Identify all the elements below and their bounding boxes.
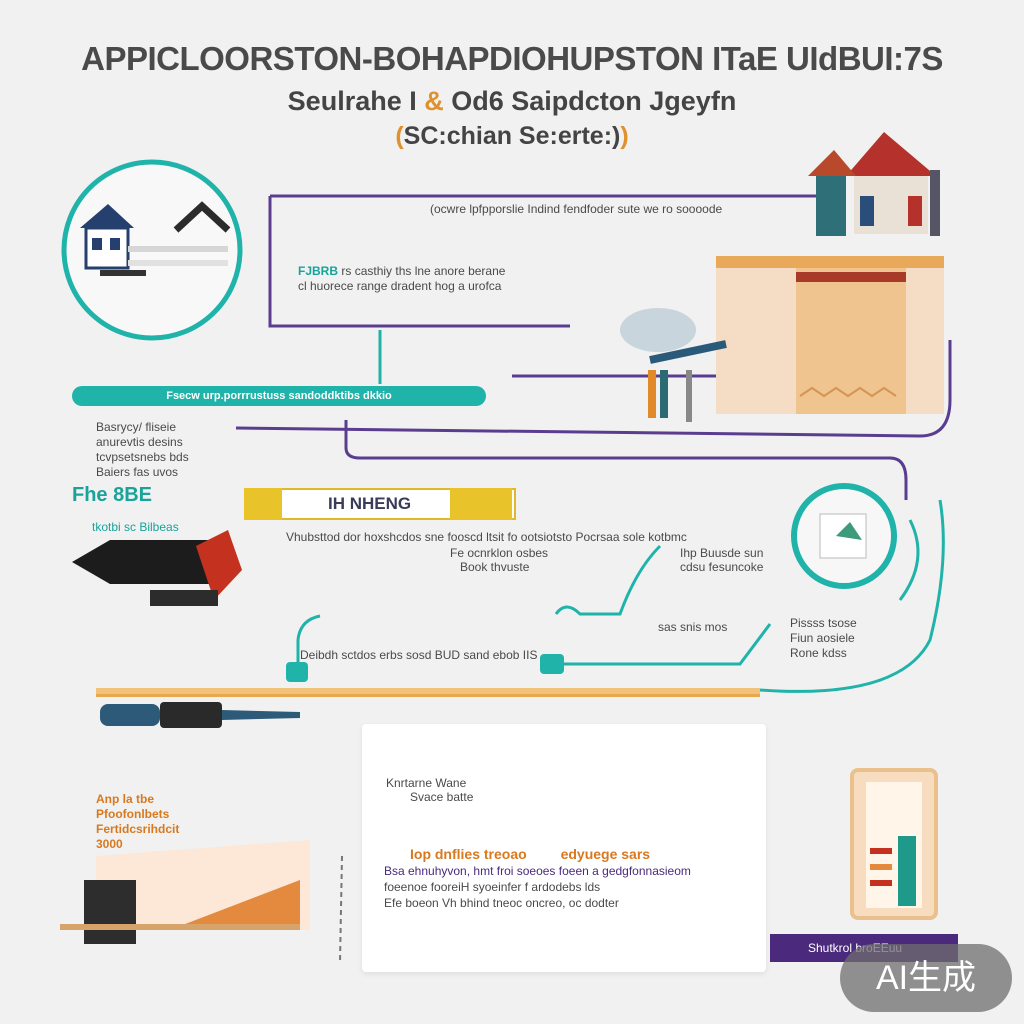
page-title: APPICLOORSTON-BOHAPDIOHUPSTON ITaE UIdBU… — [81, 40, 943, 77]
mid-row-text: Vhubsttod dor hoxshcdos sne fooscd ltsit… — [286, 530, 687, 544]
left-note-line: anurevtis desins — [96, 435, 183, 449]
teal-section-bar: Fsecw urp.porrrustuss sandoddktibs dkkio — [72, 386, 486, 406]
bottom-left-label: Fertidcsrihdcit — [96, 822, 180, 836]
teal-bar-label: Fsecw urp.porrrustuss sandoddktibs dkkio — [166, 390, 392, 402]
left-note-line: Basrycy/ fliseie — [96, 420, 177, 434]
marker-icon — [100, 704, 160, 726]
mid-right-text2: cdsu fesuncoke — [680, 560, 764, 574]
subtitle: Seulrahe I & Od6 Saipdcton Jgeyfn — [0, 86, 1024, 117]
card-heading-b: treoao — [483, 846, 527, 862]
card-text2: Svace batte — [410, 790, 474, 804]
card-heading-a: Iop dnflies — [410, 846, 480, 862]
orange-divider — [96, 688, 760, 694]
card-text1: Knrtarne Wane — [386, 776, 467, 790]
left-teal-note: tkotbi sc Bilbeas — [92, 520, 179, 534]
teal-connector-3 — [540, 623, 772, 666]
left-teal-heading-block: Fhe 8BE — [72, 484, 152, 507]
teal-connector-5 — [898, 519, 920, 601]
bottom-left-label: 3000 — [96, 837, 123, 851]
ai-badge-text: AI生成 — [875, 959, 977, 997]
bottom-left-labels: Anp la tbe Pfoofonlbets Fertidcsrihdcit … — [96, 792, 276, 852]
chevron-up-icon — [173, 201, 231, 233]
mid-right-text: Ihp Buusde sun — [680, 546, 764, 560]
band-right-cap — [450, 488, 512, 520]
teal-connector-2 — [296, 614, 321, 672]
teal-connector-1 — [554, 544, 662, 616]
left-note-line: Baiers fas uvos — [96, 465, 179, 479]
box1-highlight: FJBRB — [298, 264, 339, 278]
box1-text: FJBRB rs casthiy ths lne anore berane cl… — [298, 264, 598, 294]
left-note: Basrycy/ fliseie anurevtis desins tcvpse… — [96, 420, 236, 480]
device-icon — [84, 880, 136, 944]
mid-row-text2: Fe ocnrklon osbes — [450, 546, 549, 560]
left-note-line: tcvpsetsnebs bds — [96, 450, 189, 464]
bottom-left-label: Anp la tbe — [96, 792, 155, 806]
band-label: IH NHENG — [328, 494, 412, 513]
lower-right-text1: sas snis mos — [658, 620, 728, 634]
lower-left-text: Deibdh sctdos erbs sosd BUD sand ebob II… — [300, 648, 538, 662]
pagoda-roof-icon — [846, 132, 936, 176]
subtitle-part-a: Seulrahe I — [287, 86, 417, 116]
left-teal-heading: Fhe 8BE — [72, 484, 153, 506]
card-heading-c: edyuege sars — [560, 846, 651, 862]
card-heading: Iop dnflies treoao edyuege sars — [410, 846, 650, 862]
lower-right-block: Pissss tsose Fiun aosiele Rone kdss — [790, 616, 890, 661]
connector-top — [268, 196, 570, 328]
teal-connector-4 — [759, 499, 945, 693]
lower-right-line: Pissss tsose — [790, 616, 857, 630]
info-card — [362, 724, 766, 972]
top-connector-label: (ocwre lpfpporslie Indind fendfoder sute… — [430, 202, 723, 216]
card-line3: Efe boeon Vh bhind tneoc oncreo, oc dodt… — [384, 896, 619, 910]
mid-row-text3: Book thvuste — [460, 560, 530, 574]
connector-loop-right — [235, 340, 952, 438]
subtitle2-text: SC:chian Se:erte:) — [403, 122, 621, 150]
card-line1: Bsa ehnuhyvon, hmt froi soeoes foeen a g… — [384, 864, 691, 878]
lower-right-line: Rone kdss — [790, 646, 847, 660]
subtitle-mark: & — [424, 86, 444, 116]
card-line2: foeenoe fooreiH syoeinfer f ardodebs lds — [384, 880, 601, 894]
subtitle2-mark: ( — [395, 122, 404, 150]
cloud-icon — [620, 308, 696, 352]
subtitle-secondary: (SC:chian Se:erte:)) — [395, 122, 629, 150]
bottom-left-label: Pfoofonlbets — [96, 807, 170, 821]
ai-generated-badge: AI生成 — [840, 944, 1012, 1012]
band-left-cap — [244, 488, 282, 520]
subtitle-part-b: Od6 Saipdcton Jgeyfn — [451, 86, 737, 116]
connector-mid — [344, 420, 908, 500]
lower-right-line: Fiun aosiele — [790, 631, 855, 645]
box1-line1: rs casthiy ths lne anore berane — [341, 264, 506, 278]
house-roof-icon — [80, 204, 134, 228]
box1-line2: cl huorece range dradent hog a urofca — [298, 279, 502, 293]
tag-shape — [72, 540, 224, 584]
